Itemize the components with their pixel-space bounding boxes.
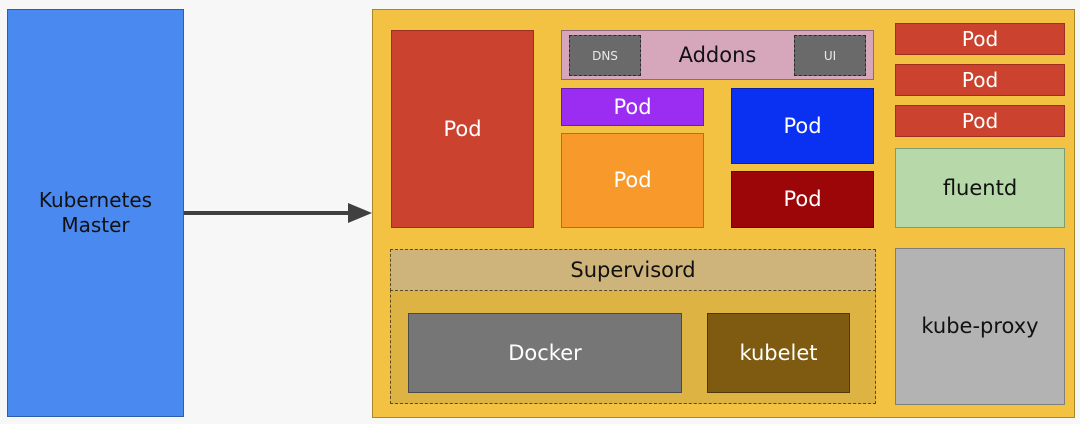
pod-orange: Pod [561, 133, 704, 228]
ui-addon: UI [794, 35, 866, 76]
dns-addon-label: DNS [592, 48, 618, 63]
pod-orange-label: Pod [613, 168, 652, 193]
fluentd-label: fluentd [942, 175, 1018, 200]
pod-darkred: Pod [731, 171, 874, 228]
kubelet-label: kubelet [739, 340, 818, 365]
kube-proxy-box: kube-proxy [895, 248, 1065, 405]
kubelet-box: kubelet [707, 313, 850, 393]
pod-main-label: Pod [443, 116, 482, 141]
dns-addon: DNS [569, 35, 641, 76]
pod-main: Pod [391, 30, 534, 228]
fluentd-box: fluentd [895, 148, 1065, 228]
pod-right-3: Pod [895, 105, 1065, 137]
supervisord-header: Supervisord [390, 249, 876, 291]
addons-label: Addons [678, 42, 757, 67]
pod-right-3-label: Pod [961, 108, 999, 133]
pod-right-1-label: Pod [961, 26, 999, 51]
pod-blue-label: Pod [783, 113, 822, 138]
kubernetes-master-label: Kubernetes Master [38, 188, 153, 237]
docker-box: Docker [408, 313, 682, 393]
supervisord-label: Supervisord [570, 257, 696, 282]
ui-addon-label: UI [823, 48, 837, 63]
pod-right-2-label: Pod [961, 67, 999, 92]
kube-proxy-label: kube-proxy [921, 314, 1039, 339]
pod-darkred-label: Pod [783, 187, 822, 212]
pod-right-1: Pod [895, 23, 1065, 55]
docker-label: Docker [508, 340, 582, 365]
pod-right-2: Pod [895, 64, 1065, 96]
kubernetes-master-box: Kubernetes Master [7, 9, 184, 417]
pod-purple-label: Pod [613, 94, 652, 119]
pod-blue: Pod [731, 88, 874, 164]
pod-purple: Pod [561, 88, 704, 126]
